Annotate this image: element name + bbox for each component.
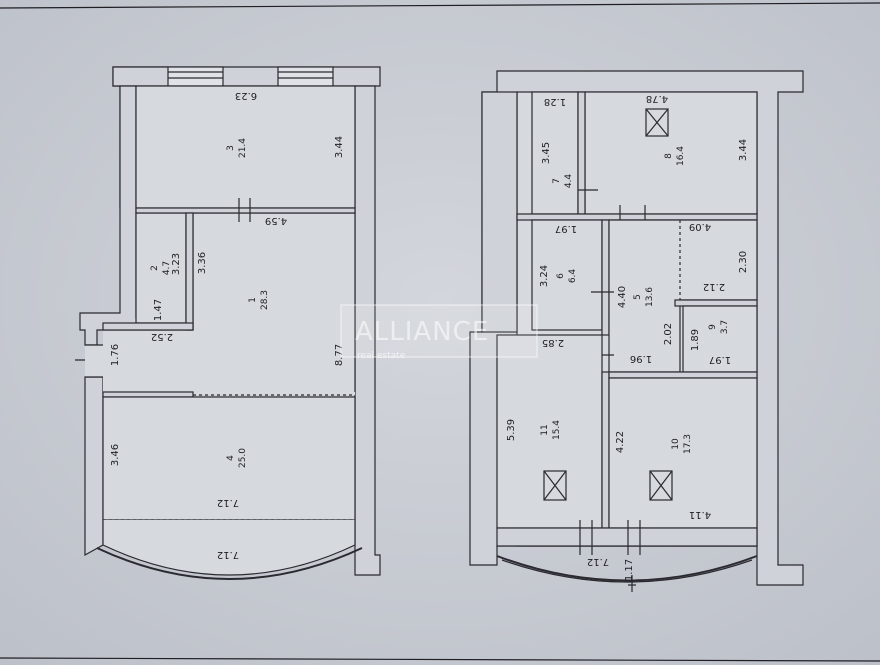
room-number: 10 <box>671 438 681 450</box>
dim-door-width: 1.76 <box>110 344 121 366</box>
bay-window <box>102 520 356 576</box>
room-area: 17.3 <box>683 434 693 454</box>
dim-r5-top: 4.09 <box>689 221 711 232</box>
dim-room2-height: 3.23 <box>171 253 182 275</box>
room-area: 6.4 <box>568 269 578 284</box>
dim-r7-height: 3.45 <box>541 142 552 164</box>
dim-bay-width-right: 7.12 <box>587 556 609 567</box>
room-number: 7 <box>552 178 562 184</box>
room-8 <box>584 91 758 215</box>
dim-room2-width: 1.47 <box>153 299 164 321</box>
right-floor-plan <box>469 70 804 592</box>
dim-r11-width: 2.85 <box>542 337 564 348</box>
left-dimensions: 6.23 3.44 4.59 3.23 3.36 1.47 2.52 1.76 … <box>110 90 345 560</box>
dim-r8-height: 3.44 <box>738 139 749 161</box>
dim-bay-depth: 1.17 <box>624 559 635 581</box>
dim-r10-width: 4.11 <box>689 509 711 520</box>
dim-r8-width: 4.78 <box>646 93 668 104</box>
dim-room1-height: 3.36 <box>197 252 208 274</box>
wall-room2 <box>185 212 194 331</box>
room-area: 15.4 <box>552 420 562 440</box>
bay-window-right <box>496 555 758 582</box>
room-area: 25.0 <box>238 448 248 468</box>
room-area: 28.3 <box>260 290 270 310</box>
room-number: 6 <box>556 273 566 279</box>
room-number: 1 <box>248 297 258 303</box>
wall-left-lower <box>84 376 104 557</box>
room-number: 5 <box>633 294 643 300</box>
dim-r6-height: 3.24 <box>539 265 550 287</box>
dim-r5-right: 2.30 <box>738 251 749 273</box>
dim-r10-height: 4.22 <box>615 431 626 453</box>
room-2 <box>135 212 187 324</box>
dim-r5-small: 2.02 <box>663 323 674 345</box>
dim-bay-width: 7.12 <box>217 549 239 560</box>
ventilation-shaft-8 <box>645 108 669 137</box>
room-number: 9 <box>708 324 718 330</box>
page-border-top <box>0 2 880 9</box>
dim-r5-bottom: 1.96 <box>630 353 652 364</box>
window-right <box>277 66 334 87</box>
dim-r5-notch: 2.12 <box>703 281 725 292</box>
room-area: 16.4 <box>676 146 686 166</box>
dim-room4-width: 7.12 <box>217 497 239 508</box>
room-area: 4.4 <box>564 174 574 189</box>
watermark-brand: ALLIANCE <box>355 317 489 347</box>
room-area: 3.7 <box>720 320 730 334</box>
watermark-tagline: real estate <box>357 351 406 361</box>
watermark: ALLIANCE real estate <box>340 304 538 361</box>
room-6 <box>531 219 603 331</box>
dim-top-width: 6.23 <box>235 90 257 101</box>
right-room-labels: 7 4.4 8 16.4 6 6.4 5 13.6 9 3.7 11 15.4 … <box>540 146 730 454</box>
room-number: 11 <box>540 424 550 435</box>
window-left <box>167 66 224 87</box>
room-area: 4.7 <box>162 261 172 275</box>
room-9 <box>682 305 758 373</box>
dim-corridor-width: 2.52 <box>151 331 173 342</box>
dim-r6-width: 1.97 <box>555 223 577 234</box>
wall-top <box>112 66 381 87</box>
ventilation-shaft-11 <box>543 470 567 501</box>
room-4 <box>102 396 356 521</box>
wall-right <box>354 85 381 576</box>
room-number: 4 <box>226 455 236 461</box>
room-area: 21.4 <box>238 138 248 158</box>
dim-r11-height: 5.39 <box>506 419 517 441</box>
dim-room1-width: 4.59 <box>265 215 287 226</box>
room-11 <box>496 334 603 529</box>
room-number: 8 <box>664 153 674 159</box>
right-dimensions: 1.28 3.45 4.78 3.44 1.97 3.24 4.40 4.09 … <box>506 93 749 581</box>
dim-r9-height: 1.89 <box>690 329 701 351</box>
room-area: 13.6 <box>645 287 655 307</box>
watermark-frame <box>340 304 538 358</box>
ventilation-shaft-10 <box>649 470 673 501</box>
dim-r7-width: 1.28 <box>544 96 566 107</box>
left-room-labels: 3 21.4 2 4.7 1 28.3 4 25.0 <box>150 138 270 468</box>
corridor <box>103 330 355 392</box>
dim-total-height: 8.77 <box>334 344 345 366</box>
dim-room3-height: 3.44 <box>334 136 345 158</box>
room-10 <box>608 377 758 529</box>
page-border-bottom <box>0 657 880 662</box>
dim-r5-height: 4.40 <box>617 286 628 308</box>
left-floor-plan <box>75 66 381 580</box>
dim-r9-width: 1.97 <box>709 354 731 365</box>
room-7 <box>531 91 579 215</box>
room-number: 2 <box>150 265 160 271</box>
room-number: 3 <box>226 145 236 151</box>
dim-room4-height: 3.46 <box>110 444 121 466</box>
